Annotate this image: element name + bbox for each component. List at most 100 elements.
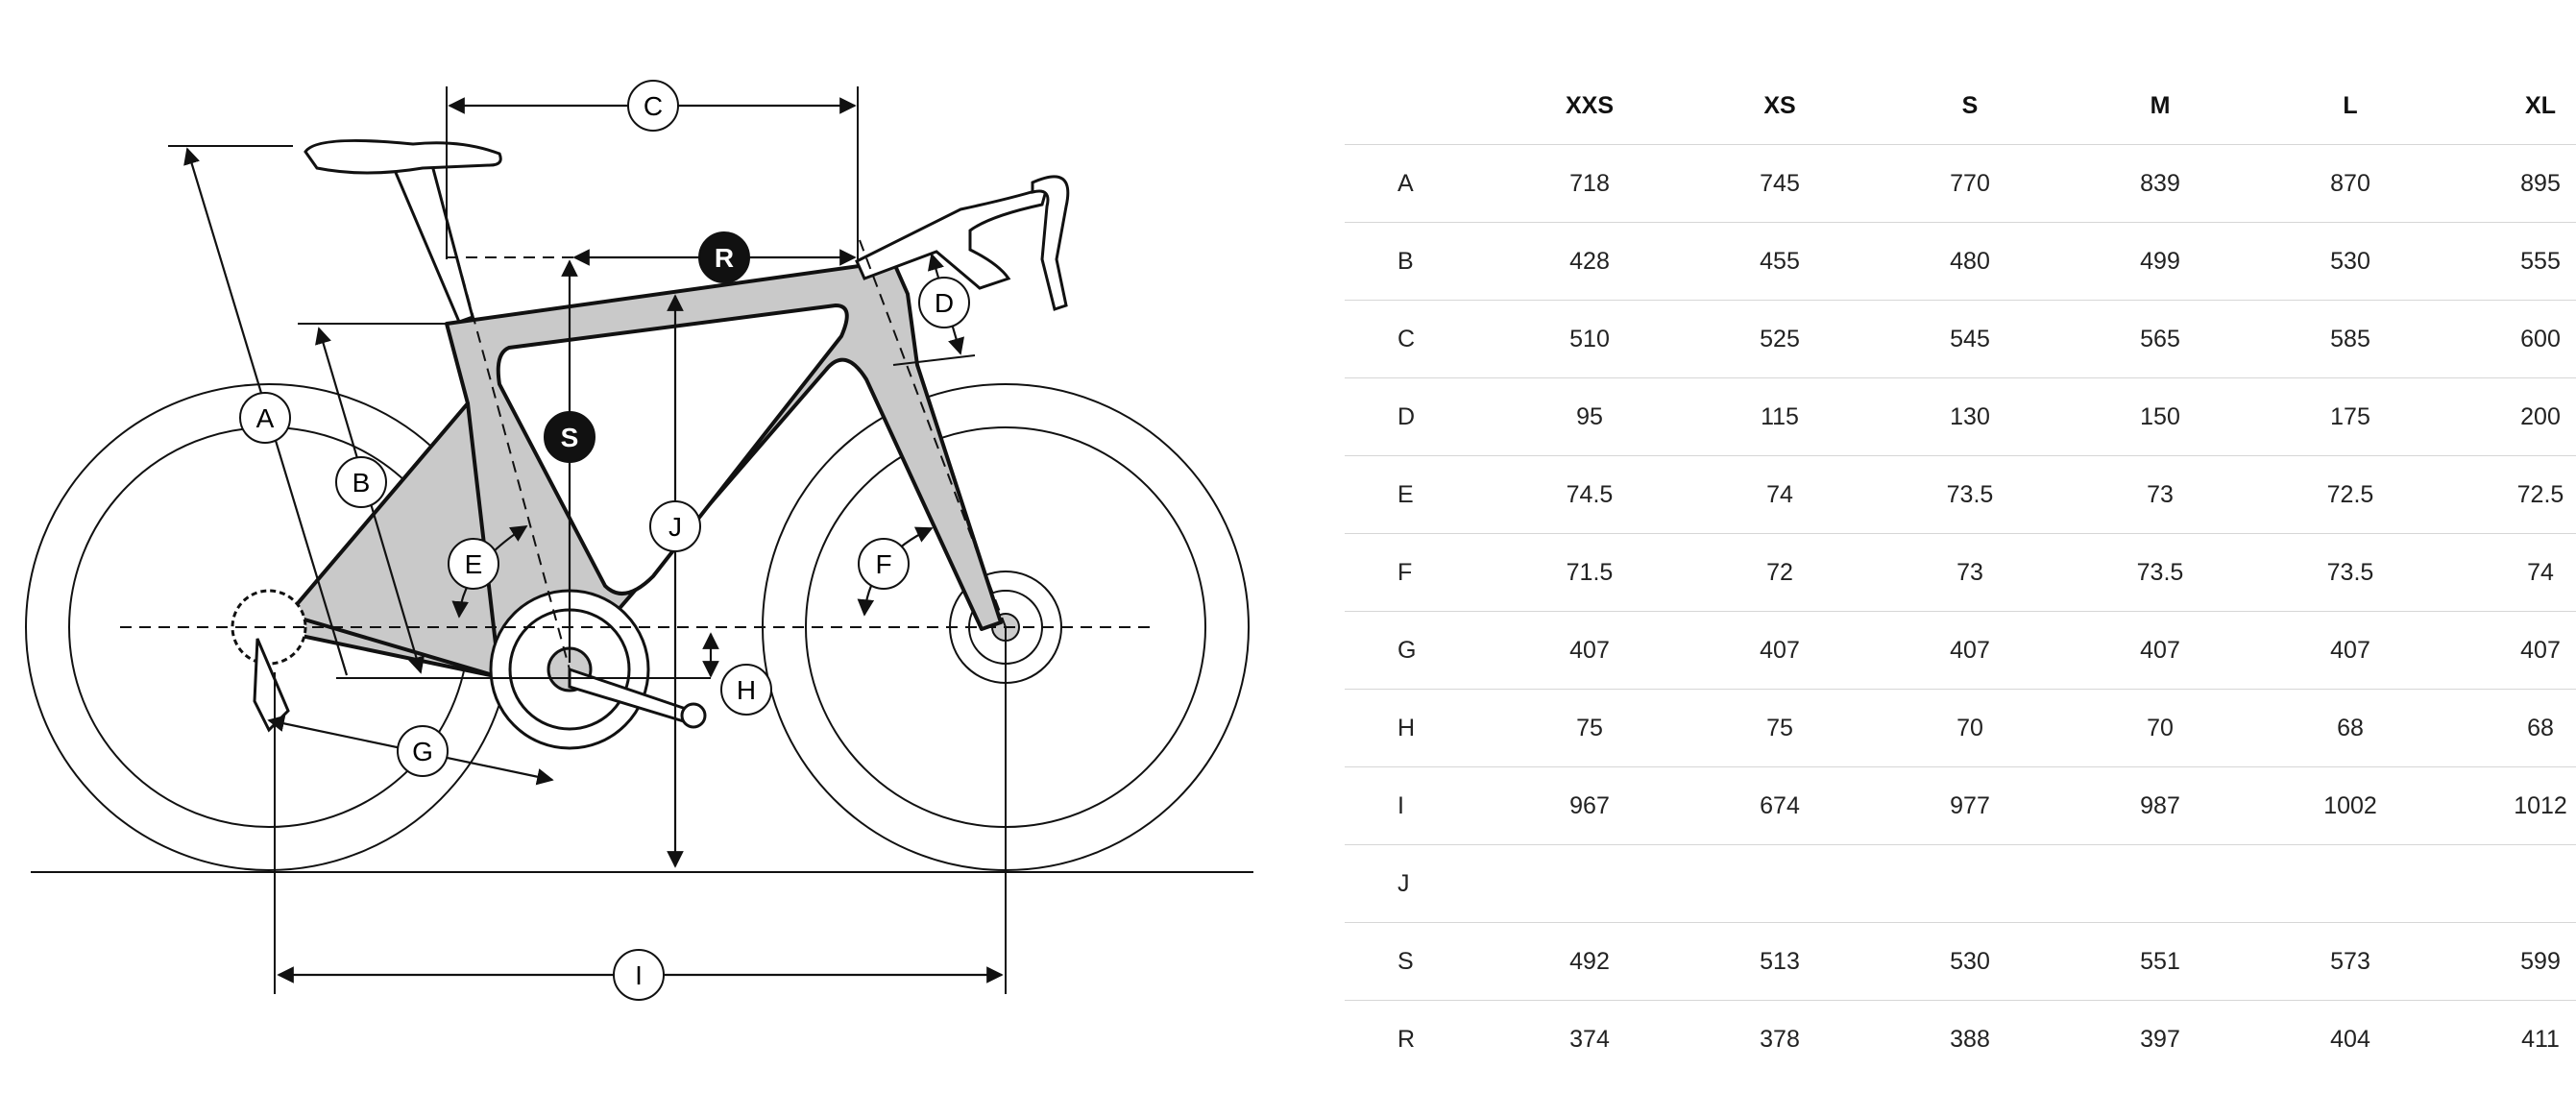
table-cell: 68 bbox=[2255, 689, 2445, 767]
table-cell: 74.5 bbox=[1495, 455, 1685, 534]
table-cell: 75 bbox=[1495, 689, 1685, 767]
reference-lines bbox=[120, 201, 1157, 670]
table-cell: 510 bbox=[1495, 300, 1685, 378]
table-cell: 75 bbox=[1685, 689, 1875, 767]
table-cell: 74 bbox=[1685, 455, 1875, 534]
table-cell: 72.5 bbox=[2445, 455, 2576, 534]
table-cell: 407 bbox=[2065, 611, 2255, 690]
svg-text:E: E bbox=[465, 549, 483, 579]
table-cell: 987 bbox=[2065, 766, 2255, 845]
table-cell bbox=[2255, 844, 2445, 923]
table-cell: 68 bbox=[2445, 689, 2576, 767]
table-cell: 745 bbox=[1685, 144, 1875, 223]
table-cell: 455 bbox=[1685, 222, 1875, 301]
row-label: C bbox=[1345, 300, 1495, 378]
table-cell: 73 bbox=[1875, 533, 2065, 612]
callout-h: H bbox=[720, 664, 772, 716]
table-cell: 1012 bbox=[2445, 766, 2576, 845]
table-cell: 407 bbox=[1875, 611, 2065, 690]
row-label: J bbox=[1345, 844, 1495, 923]
header-corner bbox=[1345, 67, 1495, 145]
table-cell: 115 bbox=[1685, 377, 1875, 456]
row-label: E bbox=[1345, 455, 1495, 534]
header-size-xl: XL bbox=[2445, 67, 2576, 145]
callout-r: R bbox=[698, 231, 750, 283]
table-cell: 72 bbox=[1685, 533, 1875, 612]
handlebar bbox=[855, 175, 1070, 311]
svg-text:C: C bbox=[644, 91, 663, 121]
table-cell: 585 bbox=[2255, 300, 2445, 378]
table-cell: 967 bbox=[1495, 766, 1685, 845]
header-size-xs: XS bbox=[1685, 67, 1875, 145]
bike-geometry-diagram: A B C D E F G H I J S R bbox=[25, 80, 1253, 1001]
callout-s: S bbox=[544, 411, 595, 463]
table-cell: 565 bbox=[2065, 300, 2255, 378]
table-cell: 530 bbox=[2255, 222, 2445, 301]
table-cell: 74 bbox=[2445, 533, 2576, 612]
callout-d: D bbox=[918, 277, 970, 328]
svg-text:H: H bbox=[737, 675, 756, 705]
table-cell: 513 bbox=[1685, 922, 1875, 1001]
row-label: B bbox=[1345, 222, 1495, 301]
table-cell: 175 bbox=[2255, 377, 2445, 456]
table-cell bbox=[1495, 844, 1685, 923]
table-cell: 839 bbox=[2065, 144, 2255, 223]
table-cell: 374 bbox=[1569, 1025, 1610, 1053]
table-cell: 407 bbox=[1495, 611, 1685, 690]
table-cell bbox=[1685, 844, 1875, 923]
table-cell: 411 bbox=[2521, 1025, 2560, 1053]
table-cell: 895 bbox=[2445, 144, 2576, 223]
table-cell: 378 bbox=[1760, 1025, 1800, 1053]
table-cell: 573 bbox=[2255, 922, 2445, 1001]
row-label: G bbox=[1345, 611, 1495, 690]
table-cell: 545 bbox=[1875, 300, 2065, 378]
svg-text:S: S bbox=[561, 423, 579, 452]
callout-j: J bbox=[649, 500, 701, 552]
table-cell: 499 bbox=[2065, 222, 2255, 301]
row-label: I bbox=[1345, 766, 1495, 845]
table-cell: 95 bbox=[1495, 377, 1685, 456]
table-cell: 397 bbox=[2140, 1025, 2180, 1053]
table-cell bbox=[1875, 844, 2065, 923]
svg-text:G: G bbox=[412, 737, 433, 766]
table-row: J bbox=[1345, 844, 2576, 923]
table-cell: 480 bbox=[1875, 222, 2065, 301]
table-cell: 73.5 bbox=[2255, 533, 2445, 612]
row-label: H bbox=[1345, 689, 1495, 767]
table-cell bbox=[2445, 844, 2576, 923]
seat-and-post bbox=[304, 138, 502, 324]
row-label: S bbox=[1345, 922, 1495, 1001]
svg-text:B: B bbox=[352, 468, 371, 498]
svg-text:D: D bbox=[935, 288, 954, 318]
table-cell: 72.5 bbox=[2255, 455, 2445, 534]
table-cell: 200 bbox=[2445, 377, 2576, 456]
table-cell: 770 bbox=[1875, 144, 2065, 223]
table-cell: 530 bbox=[1875, 922, 2065, 1001]
svg-text:I: I bbox=[635, 960, 643, 990]
callout-c: C bbox=[627, 80, 679, 132]
table-cell: 388 bbox=[1950, 1025, 1990, 1053]
table-cell: 404 bbox=[2330, 1025, 2370, 1053]
row-label: R bbox=[1397, 1025, 1416, 1053]
header-size-xxs: XXS bbox=[1495, 67, 1685, 145]
row-label: A bbox=[1345, 144, 1495, 223]
table-cell: 407 bbox=[2445, 611, 2576, 690]
callout-g: G bbox=[397, 725, 449, 777]
table-cell bbox=[2065, 844, 2255, 923]
svg-text:R: R bbox=[715, 243, 734, 273]
callout-e: E bbox=[448, 538, 499, 590]
header-size-m: M bbox=[2065, 67, 2255, 145]
table-cell: 1002 bbox=[2255, 766, 2445, 845]
table-cell: 600 bbox=[2445, 300, 2576, 378]
table-cell: 73.5 bbox=[2065, 533, 2255, 612]
svg-text:F: F bbox=[875, 549, 891, 579]
table-cell: 674 bbox=[1685, 766, 1875, 845]
